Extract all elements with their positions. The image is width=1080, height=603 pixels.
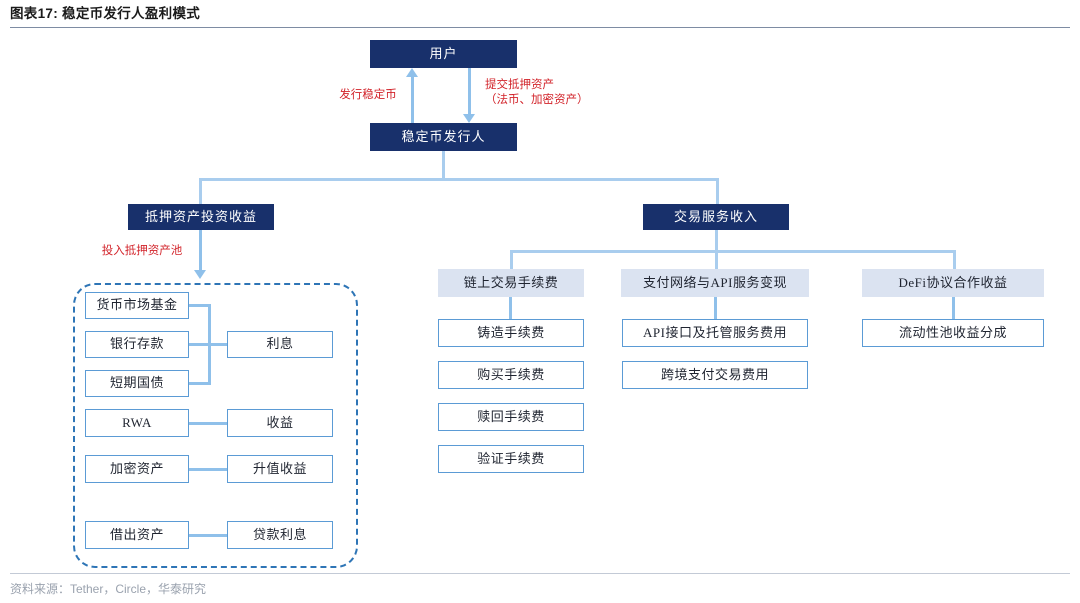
node-defi-header-label: DeFi协议合作收益 [898, 274, 1008, 290]
node-api-header: 支付网络与API服务变现 [621, 269, 809, 297]
pool-asset-label: 货币市场基金 [96, 297, 178, 313]
onchain-fee-item: 铸造手续费 [438, 319, 584, 347]
pool-return-box: 贷款利息 [227, 521, 333, 549]
pool-asset-label: 银行存款 [109, 336, 164, 352]
title-bar: 图表17: 稳定币发行人盈利模式 [10, 4, 1070, 28]
connector-split-bar [199, 178, 719, 181]
annotation-issue-stablecoin: 发行稳定币 [339, 89, 397, 101]
annotation-submit-collateral: 提交抵押资产 （法币、加密资产） [485, 78, 595, 108]
pool-asset-box: 银行存款 [85, 331, 189, 358]
node-issuer: 稳定币发行人 [370, 123, 517, 151]
connector-api-stem [714, 297, 717, 320]
pool-return-label: 升值收益 [252, 460, 307, 476]
pool-asset-label: 短期国债 [109, 375, 164, 391]
onchain-fee-item: 验证手续费 [438, 445, 584, 473]
node-onchain-fee-header-label: 链上交易手续费 [463, 274, 559, 290]
connector-asset2-stub [189, 382, 211, 385]
connector-user-to-issuer [468, 68, 471, 115]
pool-return-box: 升值收益 [227, 455, 333, 483]
connector-left-branch-to-pool [199, 230, 202, 272]
onchain-fee-item-label: 赎回手续费 [477, 408, 545, 424]
connector-right-fan-right [953, 250, 956, 270]
onchain-fee-item: 购买手续费 [438, 361, 584, 389]
page-title: 图表17: 稳定币发行人盈利模式 [10, 6, 201, 21]
source-note: 资料来源：Tether，Circle，华泰研究 [10, 582, 207, 596]
node-onchain-fee-header: 链上交易手续费 [438, 269, 584, 297]
node-defi-header: DeFi协议合作收益 [862, 269, 1044, 297]
defi-item-label: 流动性池收益分成 [898, 324, 1007, 340]
onchain-fee-item-label: 购买手续费 [477, 366, 545, 382]
api-service-item: 跨境支付交易费用 [622, 361, 808, 389]
api-service-item-label: 跨境支付交易费用 [660, 366, 769, 382]
annotation-submit-collateral-line1: 提交抵押资产 [485, 79, 554, 91]
connector-interest-bracket [208, 304, 211, 385]
pool-asset-label: RWA [122, 414, 152, 430]
pool-asset-box: RWA [85, 409, 189, 437]
node-user: 用户 [370, 40, 517, 68]
node-user-label: 用户 [429, 45, 458, 61]
node-issuer-label: 稳定币发行人 [401, 128, 486, 144]
pool-return-box: 利息 [227, 331, 333, 358]
connector-drop-right [716, 178, 719, 204]
defi-item: 流动性池收益分成 [862, 319, 1044, 347]
footer-divider [10, 573, 1070, 574]
node-api-header-label: 支付网络与API服务变现 [643, 274, 787, 290]
connector-rwa-to-yield [189, 422, 227, 425]
pool-asset-box: 货币市场基金 [85, 292, 189, 319]
node-branch-collateral-returns-label: 抵押资产投资收益 [144, 208, 257, 224]
connector-drop-left [199, 178, 202, 204]
connector-issuer-to-user [411, 77, 414, 124]
connector-right-fan-mid [715, 250, 718, 270]
pool-asset-label: 借出资产 [109, 526, 164, 542]
arrowhead-down-to-issuer [463, 114, 475, 123]
arrowhead-up-to-user [406, 68, 418, 77]
onchain-fee-item-label: 铸造手续费 [477, 324, 545, 340]
onchain-fee-item-label: 验证手续费 [477, 450, 545, 466]
connector-issuer-trunk [442, 151, 445, 179]
pool-asset-box: 加密资产 [85, 455, 189, 483]
connector-right-fan-left [510, 250, 513, 270]
pool-asset-box: 短期国债 [85, 370, 189, 397]
node-branch-transaction-revenue-label: 交易服务收入 [673, 208, 758, 224]
pool-return-label: 收益 [266, 414, 294, 430]
annotation-submit-collateral-line2: （法币、加密资产） [485, 94, 589, 106]
connector-right-trunk [715, 230, 718, 251]
connector-crypto-to-appreciation [189, 468, 227, 471]
api-service-item: API接口及托管服务费用 [622, 319, 808, 347]
annotation-into-pool: 投入抵押资产池 [101, 245, 183, 257]
onchain-fee-item: 赎回手续费 [438, 403, 584, 431]
connector-onchain-stem [509, 297, 512, 320]
connector-right-fan-bar [510, 250, 955, 253]
pool-asset-box: 借出资产 [85, 521, 189, 549]
api-service-item-label: API接口及托管服务费用 [643, 324, 787, 340]
connector-lending-to-interest [189, 534, 227, 537]
pool-asset-label: 加密资产 [109, 460, 164, 476]
node-branch-collateral-returns: 抵押资产投资收益 [128, 204, 274, 230]
node-branch-transaction-revenue: 交易服务收入 [643, 204, 789, 230]
connector-defi-stem [952, 297, 955, 320]
connector-asset0-stub [189, 304, 211, 307]
collateral-pool-container [73, 283, 358, 568]
arrowhead-into-pool [194, 270, 206, 279]
pool-return-box: 收益 [227, 409, 333, 437]
pool-return-label: 贷款利息 [252, 526, 307, 542]
pool-return-label: 利息 [266, 336, 294, 352]
